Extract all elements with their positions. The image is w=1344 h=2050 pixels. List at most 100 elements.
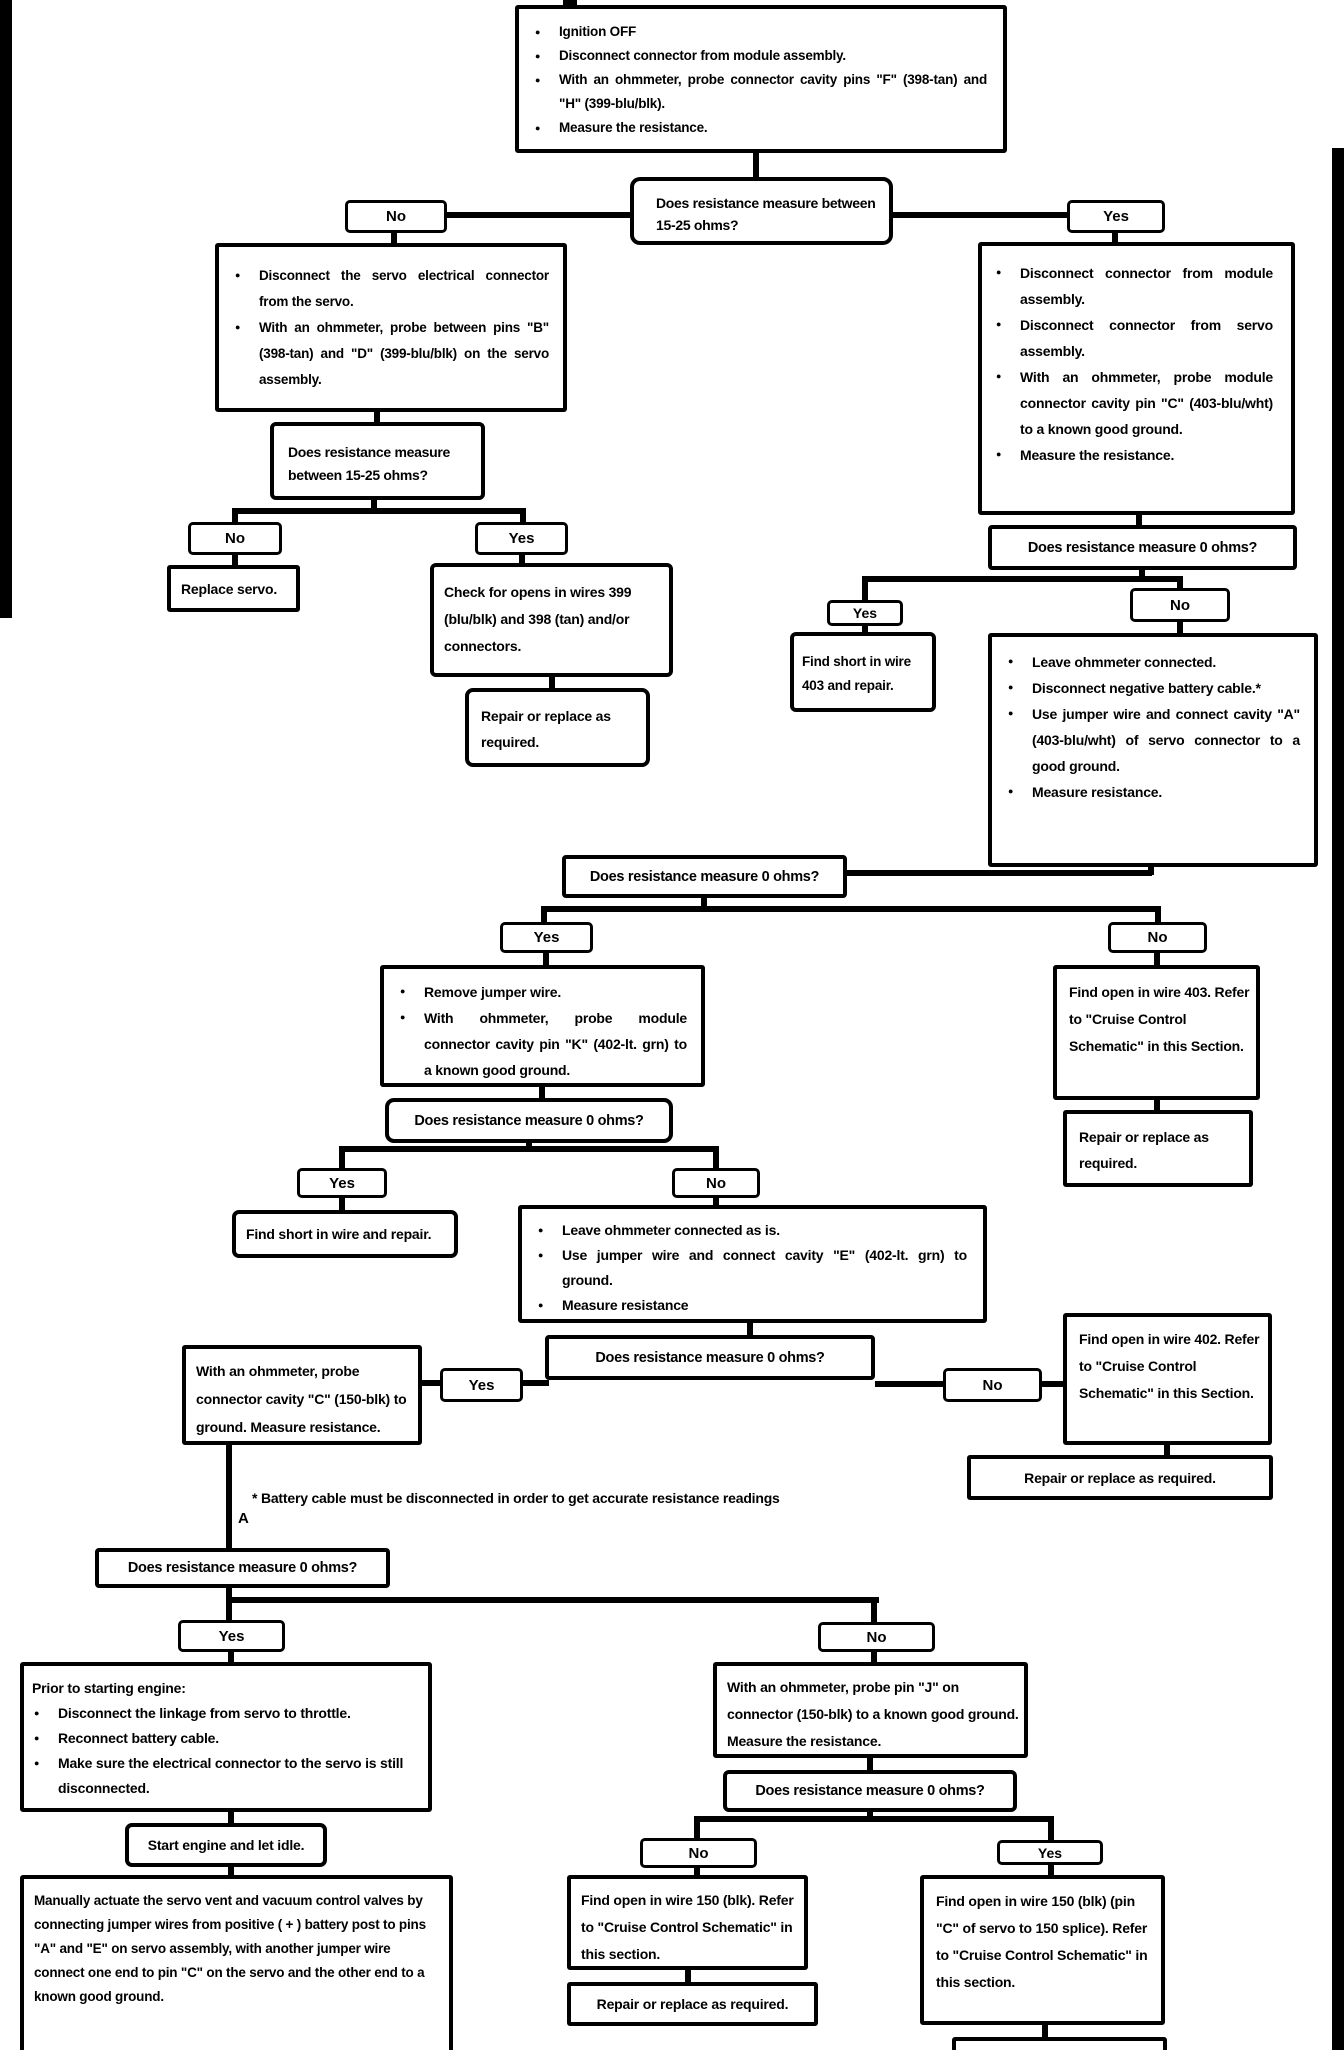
cutoff-box-bottom <box>952 2037 1167 2050</box>
connector-line <box>713 1150 719 1169</box>
connector-line <box>226 1597 879 1603</box>
start-step-box: Ignition OFF Disconnect connector from m… <box>515 5 1007 153</box>
step-item: Make sure the electrical connector to th… <box>24 1751 420 1801</box>
connector-line <box>519 553 525 564</box>
find-open-403-box: Find open in wire 403. Refer to "Cruise … <box>1053 965 1260 1100</box>
connector-line <box>871 1650 877 1663</box>
decision-0ohms-2: Does resistance measure 0 ohms? <box>562 855 847 898</box>
no-label: No <box>640 1838 757 1868</box>
connector-line <box>1112 231 1118 243</box>
connector-line <box>1139 568 1145 580</box>
connector-line <box>339 1196 345 1211</box>
connector-line <box>875 1381 943 1387</box>
step-item: Measure resistance. <box>998 779 1300 805</box>
connector-line <box>339 1150 345 1169</box>
step-item: With ohmmeter, probe module connector ca… <box>390 1005 687 1083</box>
probe-pin-k-box: Remove jumper wire. With ohmmeter, probe… <box>380 965 705 1087</box>
connector-line <box>226 1443 232 1549</box>
footnote-text: * Battery cable must be disconnected in … <box>252 1490 780 1506</box>
replace-servo-box: Replace servo. <box>167 565 300 612</box>
step-item: Disconnect connector from module assembl… <box>525 44 987 68</box>
connector-line <box>1042 1381 1064 1387</box>
connector-line <box>747 1321 753 1336</box>
connector-line <box>701 896 707 910</box>
connector-line <box>391 231 397 244</box>
step-item: Use jumper wire and connect cavity "A" (… <box>998 701 1300 779</box>
find-open-150-box: Find open in wire 150 (blk). Refer to "C… <box>567 1875 808 1970</box>
jumper-cavity-e-box: Leave ohmmeter connected as is. Use jump… <box>518 1205 987 1323</box>
no-label: No <box>943 1368 1042 1402</box>
connector-line <box>523 1380 549 1386</box>
decision-0ohms-6: Does resistance measure 0 ohms? <box>723 1770 1017 1812</box>
step-item: Leave ohmmeter connected. <box>998 649 1300 675</box>
decision-resistance-15-25-servo: Does resistance measure between 15-25 oh… <box>270 422 485 500</box>
no-label: No <box>1108 922 1207 953</box>
connector-line <box>543 951 549 966</box>
connector-line <box>447 212 630 218</box>
yes-label: Yes <box>297 1168 387 1198</box>
connector-line <box>1136 513 1142 526</box>
connector-line <box>694 1816 1054 1822</box>
step-item: Ignition OFF <box>525 20 987 44</box>
start-engine-box: Start engine and let idle. <box>125 1823 327 1867</box>
step-item: Reconnect battery cable. <box>24 1726 420 1751</box>
connector-line <box>685 1968 691 1983</box>
prior-start-intro: Prior to starting engine: <box>32 1680 186 1696</box>
decision-resistance-15-25-main: Does resistance measure between 15-25 oh… <box>630 177 893 245</box>
connector-line <box>862 624 868 633</box>
step-item: Disconnect the linkage from servo to thr… <box>24 1701 420 1726</box>
connector-line <box>845 870 1152 876</box>
connector-line <box>1177 580 1183 589</box>
module-probe-box: Disconnect connector from module assembl… <box>978 242 1295 515</box>
connector-line <box>374 410 380 423</box>
repair-replace-box-4: Repair or replace as required. <box>567 1982 818 2026</box>
find-short-403-box: Find short in wire 403 and repair. <box>790 632 936 712</box>
connector-line <box>549 675 555 689</box>
point-a-label: A <box>238 1510 249 1527</box>
connector-line <box>1154 1098 1160 1111</box>
prior-start-box: Prior to starting engine: Disconnect the… <box>20 1662 432 1812</box>
connector-line <box>1164 1443 1170 1456</box>
connector-line <box>541 910 547 923</box>
step-item: Remove jumper wire. <box>390 979 687 1005</box>
top-connector-stub <box>563 0 577 8</box>
connector-line <box>539 1085 545 1099</box>
decision-0ohms-module: Does resistance measure 0 ohms? <box>988 525 1297 570</box>
connector-line <box>1177 620 1183 634</box>
yes-label: Yes <box>475 522 568 555</box>
step-item: Measure the resistance. <box>525 116 987 140</box>
connector-line <box>232 508 526 514</box>
find-short-wire-box: Find short in wire and repair. <box>232 1210 458 1258</box>
connector-line <box>713 1196 719 1206</box>
connector-line <box>228 1865 234 1876</box>
no-label: No <box>672 1168 760 1198</box>
connector-line <box>339 1146 719 1152</box>
connector-line <box>1154 951 1160 966</box>
probe-pin-j-box: With an ohmmeter, probe pin "J" on conne… <box>713 1662 1028 1758</box>
probe-cavity-c-box: With an ohmmeter, probe connector cavity… <box>182 1345 422 1445</box>
jumper-cavity-a-box: Leave ohmmeter connected. Disconnect neg… <box>988 633 1318 867</box>
connector-line <box>228 1650 234 1663</box>
yes-label: Yes <box>1067 200 1165 233</box>
find-open-402-box: Find open in wire 402. Refer to "Cruise … <box>1063 1313 1272 1445</box>
step-item: With an ohmmeter, probe connector cavity… <box>525 68 987 116</box>
connector-line <box>371 498 377 513</box>
connector-line <box>753 150 759 178</box>
step-item: Disconnect connector from servo assembly… <box>986 312 1273 364</box>
check-opens-box: Check for opens in wires 399 (blu/blk) a… <box>430 563 673 677</box>
yes-label: Yes <box>827 600 903 626</box>
step-item: Measure the resistance. <box>986 442 1273 468</box>
step-item: With an ohmmeter, probe between pins "B"… <box>225 315 549 393</box>
yes-label: Yes <box>500 922 593 953</box>
connector-line <box>893 212 1067 218</box>
step-item: Disconnect connector from module assembl… <box>986 260 1273 312</box>
connector-line <box>694 1866 700 1876</box>
connector-line <box>694 1820 700 1839</box>
servo-probe-box: Disconnect the servo electrical connecto… <box>215 243 567 412</box>
repair-replace-box-1: Repair or replace as required. <box>465 688 650 767</box>
decision-0ohms-5: Does resistance measure 0 ohms? <box>95 1548 390 1588</box>
connector-line <box>1048 1820 1054 1841</box>
repair-replace-box-3: Repair or replace as required. <box>967 1455 1273 1500</box>
yes-label: Yes <box>997 1840 1103 1865</box>
